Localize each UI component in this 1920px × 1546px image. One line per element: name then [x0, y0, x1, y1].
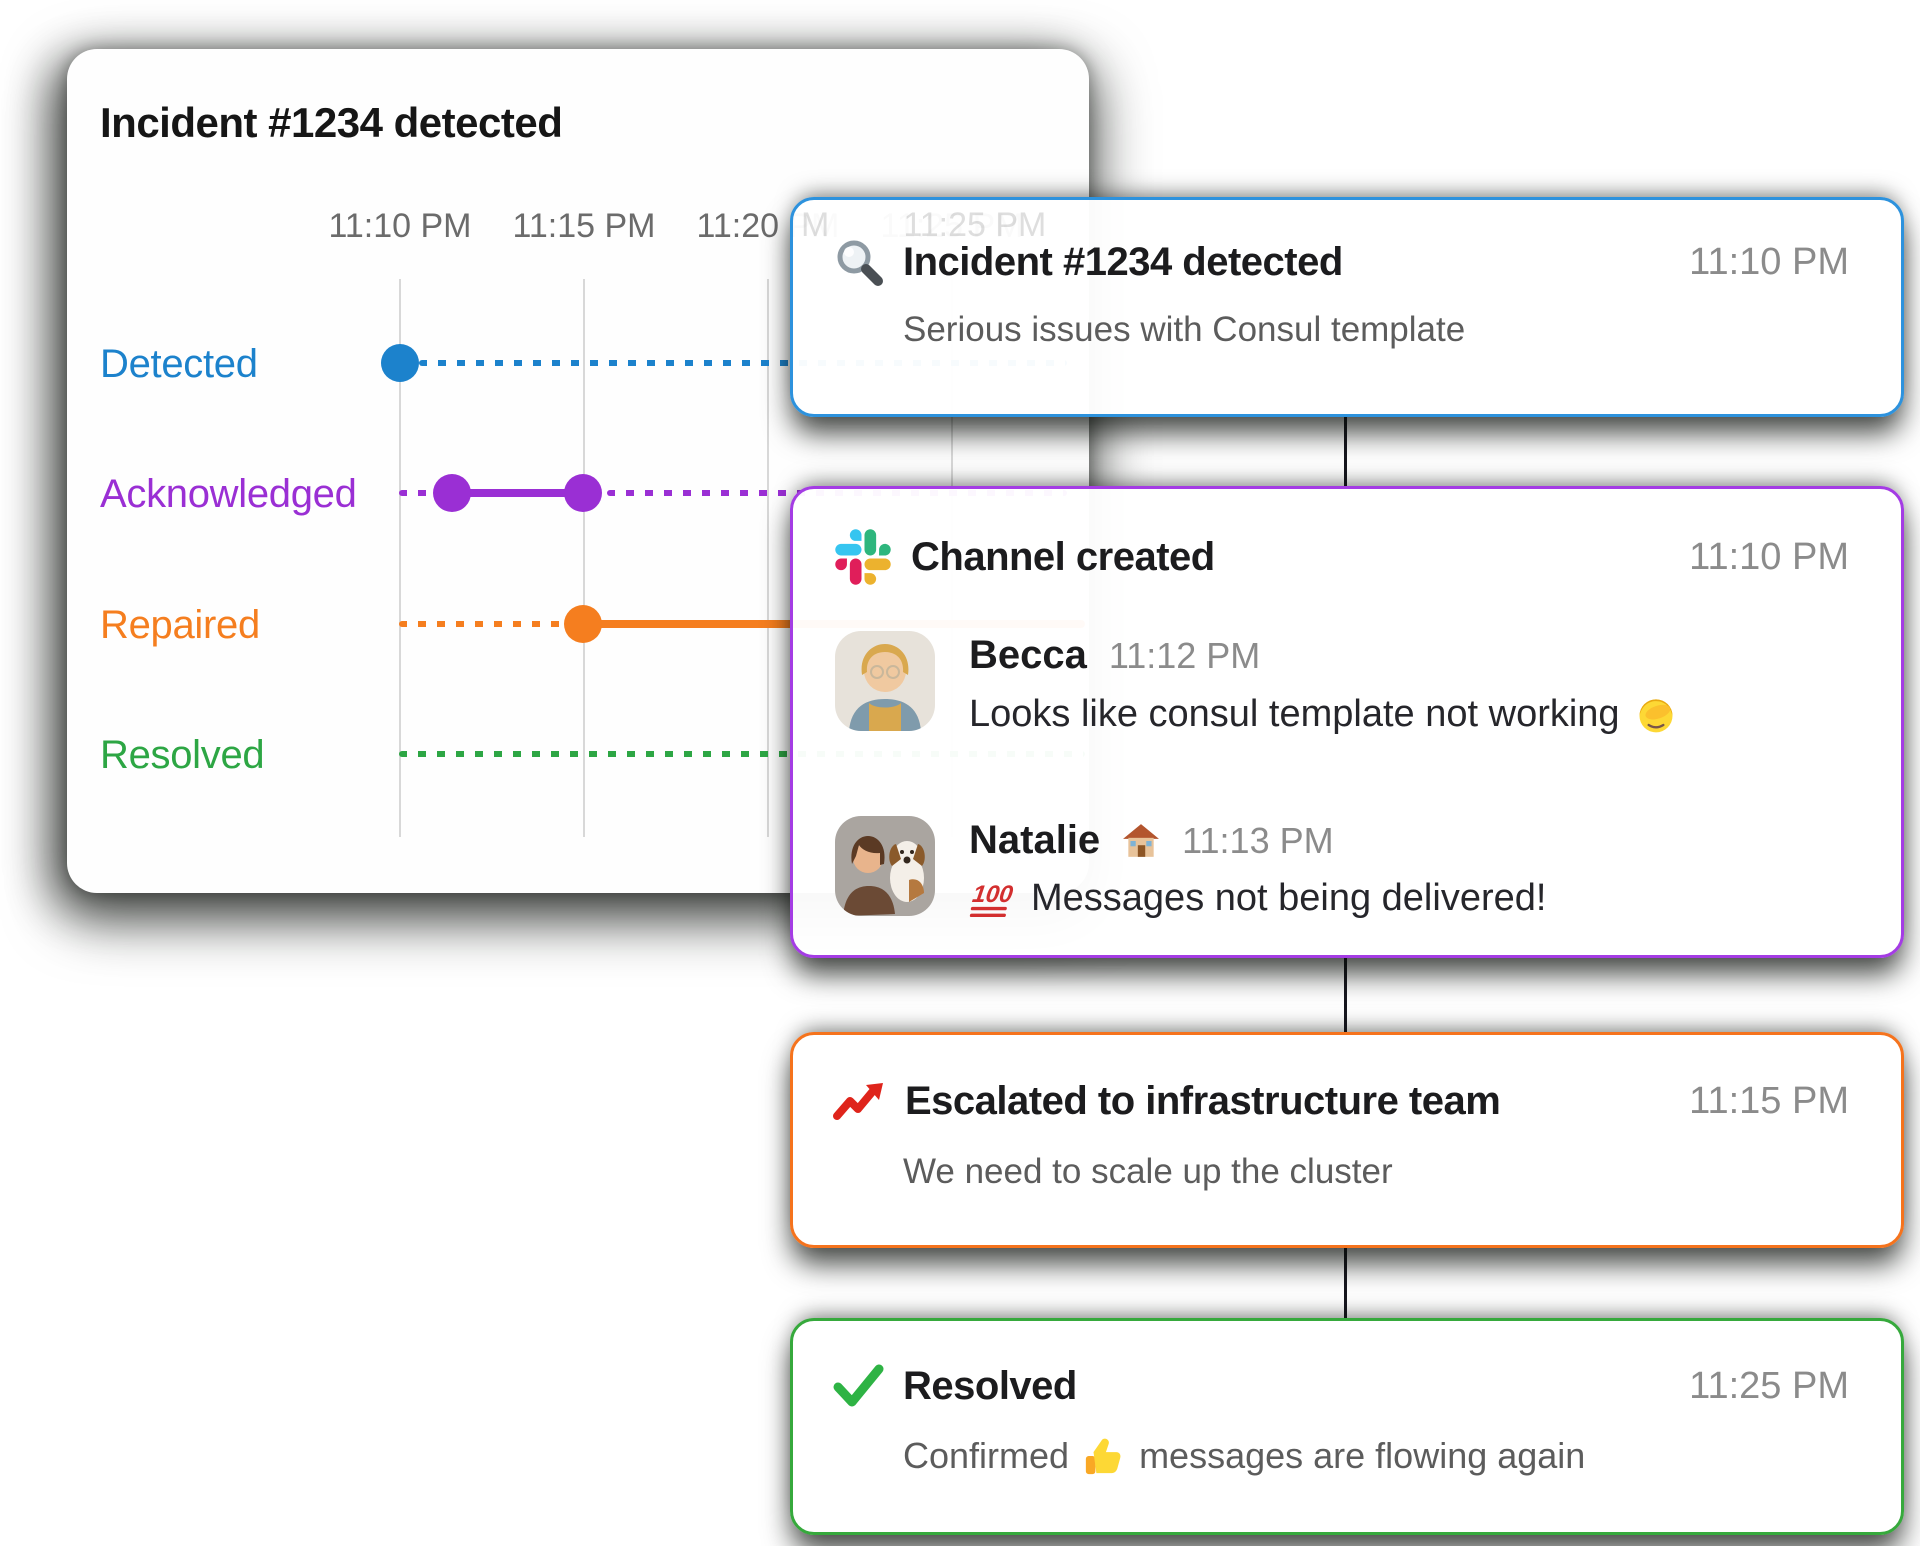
gridline-1120 — [767, 279, 769, 837]
message-text: Looks like consul template not working — [969, 692, 1620, 735]
card-title: Incident #1234 detected — [903, 239, 1343, 284]
woman-facepalming-emoji — [1634, 692, 1678, 736]
card-time: 11:10 PM — [1689, 535, 1849, 578]
resolved-dotted-line — [399, 751, 1085, 757]
connector-escalated-to-resolved — [1344, 1246, 1347, 1320]
detected-marker-dot — [381, 344, 419, 382]
chart-title: Incident #1234 detected — [100, 99, 563, 146]
subtitle-prefix: Confirmed — [903, 1435, 1070, 1476]
card-time: 11:10 PM — [1689, 240, 1849, 283]
message-time: 11:12 PM — [1108, 634, 1261, 676]
message-text: Messages not being delivered! — [1031, 877, 1547, 919]
check-icon — [833, 1363, 885, 1409]
row-label-detected: Detected — [100, 342, 258, 386]
detected-dotted-line — [419, 360, 1067, 366]
acknowledged-solid-span — [452, 489, 583, 497]
house-emoji — [1122, 822, 1160, 860]
card-title: Channel created — [911, 534, 1215, 579]
message-author: Becca — [969, 633, 1087, 677]
card-time: 11:25 PM — [1689, 1364, 1849, 1407]
message-time: 11:13 PM — [1182, 819, 1334, 861]
axis-tick-1110: 11:10 PM — [328, 207, 472, 245]
axis-tick-1115: 11:15 PM — [512, 207, 656, 245]
message-author: Natalie — [969, 818, 1101, 862]
hundred-points-emoji: 100 — [969, 878, 1017, 920]
acknowledged-end-dot — [564, 474, 602, 512]
row-label-resolved: Resolved — [100, 733, 265, 777]
connector-detected-to-channel — [1344, 417, 1347, 489]
card-time: 11:15 PM — [1689, 1080, 1849, 1122]
repaired-dotted-lead — [399, 621, 571, 627]
row-label-acknowledged: Acknowledged — [100, 472, 357, 516]
event-card-channel-created[interactable]: Channel created 11:10 PM Becca 11 — [790, 486, 1904, 958]
avatar-becca — [835, 631, 935, 731]
card-subtitle: We need to scale up the cluster — [903, 1152, 1393, 1191]
event-card-resolved[interactable]: Resolved 11:25 PM Confirmed messages are… — [790, 1318, 1904, 1535]
subtitle-suffix: messages are flowing again — [1139, 1435, 1586, 1476]
slack-icon — [835, 529, 891, 585]
magnifier-icon — [833, 236, 885, 288]
thumbs-up-emoji — [1083, 1435, 1125, 1477]
connector-channel-to-escalated — [1344, 956, 1347, 1034]
card-title: Escalated to infrastructure team — [905, 1079, 1501, 1123]
gridline-1110 — [399, 279, 401, 837]
trend-up-icon — [833, 1082, 887, 1122]
repaired-marker-dot — [564, 605, 602, 643]
card-subtitle: Serious issues with Consul template — [903, 310, 1466, 349]
card-title: Resolved — [903, 1363, 1077, 1408]
acknowledged-dotted-lead — [399, 490, 455, 496]
chat-message-becca: Becca 11:12 PM Looks like consul templat… — [793, 631, 1901, 736]
event-card-escalated[interactable]: Escalated to infrastructure team 11:15 P… — [790, 1032, 1904, 1248]
row-label-repaired: Repaired — [100, 603, 260, 647]
avatar-natalie — [835, 816, 935, 916]
timeline-chart-card: Incident #1234 detected 11:10 PM 11:15 P… — [67, 49, 1089, 893]
svg-text:100: 100 — [971, 880, 1015, 907]
chat-message-natalie: Natalie 11:13 PM — [793, 816, 1901, 920]
card-subtitle: Confirmed messages are flowing again — [903, 1435, 1849, 1477]
gridline-1115 — [583, 279, 585, 837]
acknowledged-start-dot — [433, 474, 471, 512]
